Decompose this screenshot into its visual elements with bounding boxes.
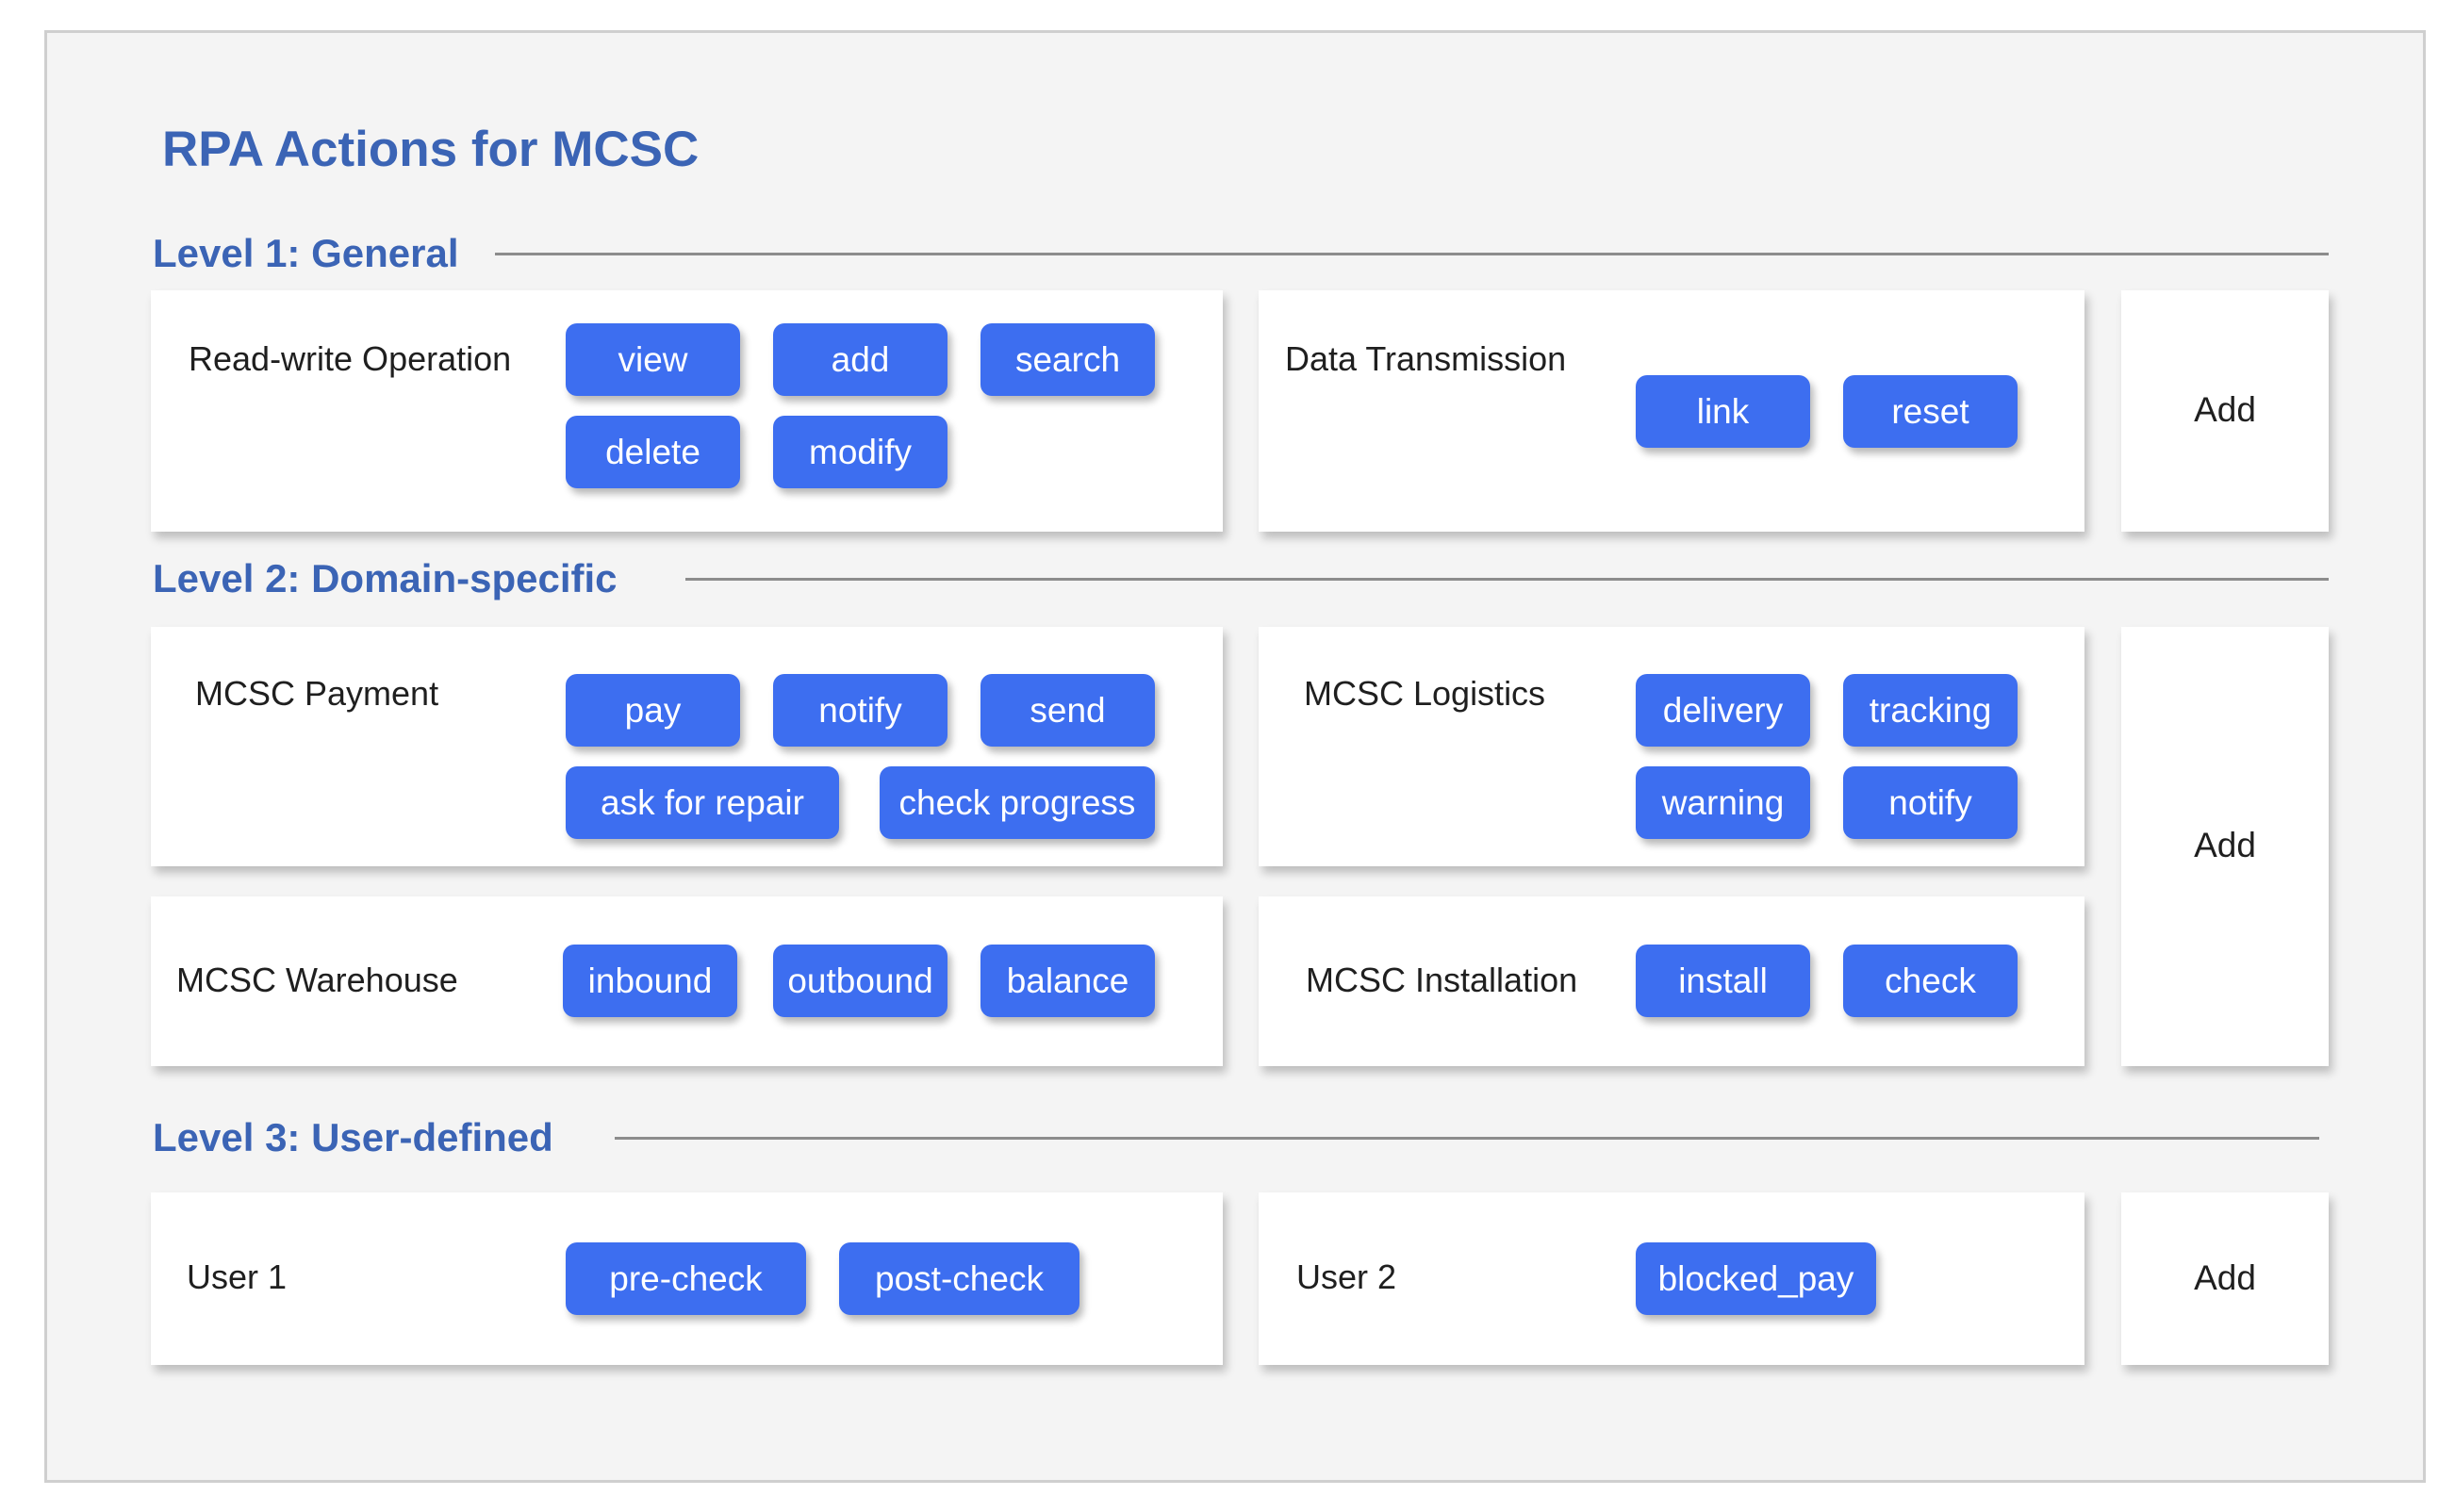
action-chip-notify[interactable]: notify: [1843, 766, 2018, 839]
add-label: Add: [2194, 1258, 2256, 1297]
action-chip-add[interactable]: add: [773, 323, 947, 396]
action-chip-post-check[interactable]: post-check: [839, 1242, 1079, 1315]
group-label: MCSC Payment: [195, 674, 439, 713]
add-card-level-3[interactable]: Add: [2121, 1192, 2329, 1365]
action-chip-install[interactable]: install: [1636, 945, 1810, 1017]
action-chip-tracking[interactable]: tracking: [1843, 674, 2018, 747]
action-chip-pay[interactable]: pay: [566, 674, 740, 747]
action-chip-send[interactable]: send: [980, 674, 1155, 747]
group-card-data-transmission: Data Transmission link reset: [1259, 290, 2084, 532]
group-card-read-write-operation: Read-write Operation view add search del…: [151, 290, 1223, 532]
group-label: Data Transmission: [1285, 339, 1567, 378]
action-chip-link[interactable]: link: [1636, 375, 1810, 448]
group-card-mcsc-payment: MCSC Payment pay notify send ask for rep…: [151, 627, 1223, 866]
group-label: Read-write Operation: [189, 339, 512, 378]
action-chip-inbound[interactable]: inbound: [563, 945, 737, 1017]
action-chip-search[interactable]: search: [980, 323, 1155, 396]
action-chip-delivery[interactable]: delivery: [1636, 674, 1810, 747]
action-chip-ask-for-repair[interactable]: ask for repair: [566, 766, 839, 839]
action-chip-blocked-pay[interactable]: blocked_pay: [1636, 1242, 1876, 1315]
group-label: User 2: [1296, 1257, 1397, 1296]
action-chip-outbound[interactable]: outbound: [773, 945, 947, 1017]
action-chip-reset[interactable]: reset: [1843, 375, 2018, 448]
group-card-mcsc-installation: MCSC Installation install check: [1259, 896, 2084, 1066]
action-chip-check-progress[interactable]: check progress: [880, 766, 1155, 839]
group-label: User 1: [187, 1257, 288, 1296]
level-3-divider: [615, 1137, 2319, 1140]
action-chip-delete[interactable]: delete: [566, 416, 740, 488]
action-chip-pre-check[interactable]: pre-check: [566, 1242, 806, 1315]
group-label: MCSC Warehouse: [176, 961, 458, 999]
action-chip-modify[interactable]: modify: [773, 416, 947, 488]
add-card-level-2[interactable]: Add: [2121, 627, 2329, 1066]
group-card-user-1: User 1 pre-check post-check: [151, 1192, 1223, 1365]
group-label: MCSC Installation: [1306, 961, 1578, 999]
action-chip-notify[interactable]: notify: [773, 674, 947, 747]
action-chip-balance[interactable]: balance: [980, 945, 1155, 1017]
level-2-title: Level 2: Domain-specific: [153, 556, 618, 600]
action-chip-warning[interactable]: warning: [1636, 766, 1810, 839]
level-1-divider: [495, 253, 2329, 255]
group-card-user-2: User 2 blocked_pay: [1259, 1192, 2084, 1365]
level-2-divider: [685, 578, 2329, 581]
group-card-mcsc-warehouse: MCSC Warehouse inbound outbound balance: [151, 896, 1223, 1066]
action-chip-check[interactable]: check: [1843, 945, 2018, 1017]
diagram-title: RPA Actions for MCSC: [162, 122, 700, 177]
action-chip-view[interactable]: view: [566, 323, 740, 396]
add-label: Add: [2194, 826, 2256, 864]
level-1-title: Level 1: General: [153, 231, 459, 275]
group-card-mcsc-logistics: MCSC Logistics delivery tracking warning…: [1259, 627, 2084, 866]
add-label: Add: [2194, 390, 2256, 429]
add-card-level-1[interactable]: Add: [2121, 290, 2329, 532]
level-3-title: Level 3: User-defined: [153, 1115, 553, 1159]
group-label: MCSC Logistics: [1304, 674, 1546, 713]
